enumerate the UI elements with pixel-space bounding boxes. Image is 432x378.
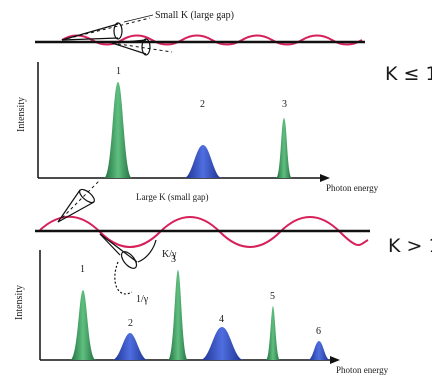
bottom-peak-6 <box>308 341 330 360</box>
angle-label-k: K/γ <box>162 249 177 260</box>
top-peak-1-label: 1 <box>116 66 121 77</box>
bottom-x-label: Photon energy <box>336 365 389 375</box>
bottom-peak-6-label: 6 <box>316 326 321 337</box>
bottom-peak-4 <box>200 327 244 360</box>
top-x-label: Photon energy <box>326 183 379 193</box>
bottom-peak-1-label: 1 <box>80 264 85 275</box>
bottom-panel: K/γ 1/γ Large K (small gap) K > 1 Intens… <box>14 179 432 375</box>
bottom-peak-1 <box>70 290 96 360</box>
top-peak-1 <box>104 82 132 178</box>
bottom-peak-3 <box>168 270 188 360</box>
top-condition: K ≤ 1 <box>385 63 432 85</box>
top-peak-2 <box>184 145 222 178</box>
bottom-emission-cone-1 <box>57 179 101 223</box>
bottom-peak-3-label: 3 <box>171 254 176 265</box>
bottom-emission-cone-2 <box>99 233 157 295</box>
top-peak-3 <box>276 118 292 178</box>
top-y-label: Intensity <box>16 97 27 132</box>
bottom-peak-2-label: 2 <box>128 318 133 329</box>
bottom-x-axis-arrow <box>330 356 340 364</box>
top-emission-cone-2 <box>111 38 173 56</box>
bottom-peak-5 <box>266 306 280 360</box>
bottom-condition: K > 1 <box>388 235 432 257</box>
top-caption: Small K (large gap) <box>155 10 234 21</box>
top-emission-cone-1 <box>61 17 151 41</box>
top-peak-3-label: 3 <box>282 99 287 110</box>
bottom-peak-2 <box>112 333 148 360</box>
bottom-y-label: Intensity <box>14 285 25 320</box>
top-panel: Small K (large gap) K ≤ 1 Intensity Phot… <box>16 10 432 193</box>
angle-label-inv: 1/γ <box>136 294 149 305</box>
top-peak-2-label: 2 <box>200 99 205 110</box>
top-caption-pointer <box>123 14 154 23</box>
bottom-peak-5-label: 5 <box>270 291 275 302</box>
bottom-caption: Large K (small gap) <box>136 192 209 202</box>
top-x-axis-arrow <box>320 174 330 182</box>
bottom-peak-4-label: 4 <box>219 314 224 325</box>
